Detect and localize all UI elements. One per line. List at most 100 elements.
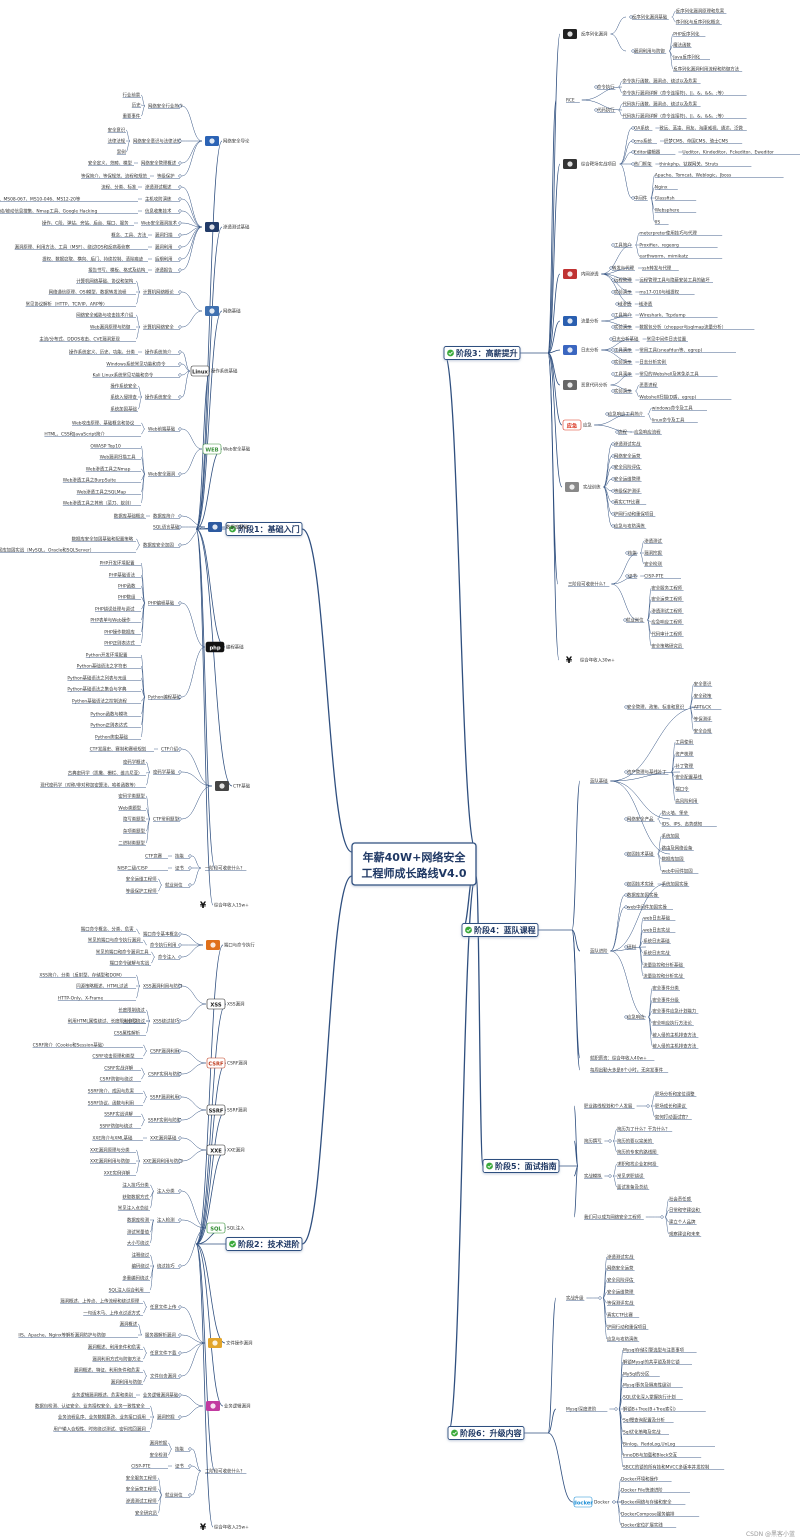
- joint-dot: [178, 1049, 182, 1053]
- connector: [650, 197, 656, 223]
- branch-label: 证书: [175, 865, 184, 872]
- connector: [616, 1501, 622, 1526]
- leaf-label: 反序列化漏洞利用流程和防御方法: [673, 66, 739, 73]
- connector: [301, 528, 353, 853]
- connector: [671, 10, 676, 18]
- leaf-label: Web渗透工具之SQLMap: [77, 489, 127, 496]
- leaf-label: 杂项类题型: [123, 828, 146, 835]
- leaf-label: Python正则表达式: [90, 722, 128, 729]
- joint-dot: [178, 1393, 182, 1397]
- network-icon: [205, 306, 219, 316]
- joint-dot: [611, 348, 615, 352]
- branch-label: 工具简介: [614, 312, 632, 319]
- leaf-label: 魔法函数: [673, 42, 691, 49]
- connector: [140, 596, 146, 604]
- leaf-label: 注入技巧分类: [122, 1182, 149, 1189]
- joint-dot: [178, 373, 182, 377]
- branch-label: Windows系统常见功能和命令: [106, 361, 166, 368]
- leaf-label: 漏洞概述: [120, 1321, 138, 1328]
- group-label: 蓝队基础: [590, 778, 608, 785]
- leaf-label: Mysql事务及隔离性级别: [623, 1382, 671, 1389]
- stage-node-s1[interactable]: 阶段1：基础入门: [225, 522, 303, 536]
- stage-node-s5[interactable]: 阶段5：面试指南: [482, 1159, 560, 1173]
- leaf-label: Sql慢查询配置及分析: [623, 1417, 666, 1424]
- stage-label: 阶段6：升级内容: [460, 1428, 522, 1438]
- leaf-label: 观察建议和未来: [669, 1231, 700, 1238]
- leaf-label: earthworm、mimikatz: [639, 254, 688, 260]
- leaf-label: 命令执行函数、漏洞点、绕过以及危害: [622, 78, 697, 85]
- leaf-label: 职场成长和建议: [655, 1103, 686, 1110]
- leaf-label: 数据库检测: [127, 1217, 150, 1224]
- group-label: 业务逻辑漏洞: [224, 1403, 251, 1410]
- leaf-label: 等保简介、等保规范、流程和规范: [81, 173, 147, 180]
- connector: [601, 338, 633, 351]
- stage-node-s3[interactable]: 阶段3：高薪提升: [443, 346, 521, 360]
- leaf-label: 数据库安全加固基础和配置策略: [72, 536, 134, 543]
- connector: [195, 528, 226, 648]
- joint-dot: [178, 1189, 182, 1193]
- leaf-label: 漏洞利用与防御: [111, 1379, 142, 1386]
- leaf-label: Ueditor、Kindeditor、Fckeditor、Eweditor: [682, 150, 774, 156]
- connector: [618, 1396, 624, 1410]
- connector: [140, 688, 146, 698]
- connector: [195, 226, 223, 530]
- check-icon: [229, 1240, 236, 1248]
- leaf-label: Docker网络与存储和安全: [621, 1499, 672, 1506]
- branch-label: CTF介绍: [161, 746, 179, 753]
- connector: [137, 396, 143, 410]
- branch-label: 加固技术实操: [627, 881, 654, 888]
- joint-dot: [178, 514, 182, 518]
- connector: [668, 50, 674, 70]
- connector: [149, 1265, 155, 1291]
- connector: [664, 1216, 670, 1235]
- branch-label: CTF常用题型: [153, 816, 179, 823]
- joint-dot: [178, 601, 182, 605]
- group-label: 实战训练: [583, 484, 601, 491]
- group-label: 就职薪资：综合年收入40w+: [590, 1055, 647, 1062]
- leaf-label: 等保测评实战: [607, 1300, 634, 1307]
- connector: [671, 765, 676, 773]
- branch-label: 漏洞扫描: [155, 232, 173, 239]
- leaf-label: 常见注入点总结: [118, 1205, 149, 1212]
- leaf-label: SSRF防御与绕过: [100, 1123, 134, 1130]
- leaf-label: SQL优化深入掌握执行计划: [623, 1394, 676, 1401]
- group-label: Mysql深度进阶: [566, 1406, 597, 1413]
- joint-dot: [625, 551, 629, 555]
- joint-dot: [188, 883, 192, 887]
- connector: [647, 407, 652, 415]
- connector: [167, 1442, 173, 1450]
- svg-text:CSRF: CSRF: [208, 1061, 224, 1067]
- stage-node-s4[interactable]: 阶段4：蓝队课程: [461, 923, 539, 937]
- leaf-label: HTML、CSS和JavaScript简介: [44, 431, 105, 438]
- check-icon: [451, 1429, 458, 1437]
- leaf-label: CTF发展史、赛制和赛程规划: [90, 746, 147, 753]
- branch-label: 端口命令基本概念: [143, 931, 179, 938]
- leaf-label: Python基础语法之字符串: [77, 663, 127, 670]
- leaf-label: 主动/被动信息搜集、Nmap工具、Google Hacking: [0, 208, 97, 215]
- branch-label: SSRF实例与防御: [148, 1117, 182, 1124]
- leaf-label: 安全检测: [150, 1452, 168, 1459]
- stage-node-s6[interactable]: 阶段6：升级内容: [447, 1426, 525, 1440]
- connector: [181, 1003, 207, 1022]
- joint-dot: [625, 574, 629, 578]
- branch-label: 渗透测试概述: [145, 184, 172, 191]
- leaf-label: 常用工具(sneafdun等、egrep): [639, 347, 702, 354]
- lock-icon: [215, 781, 229, 791]
- connector: [601, 267, 633, 275]
- leaf-label: 网络安全运营: [607, 1265, 634, 1272]
- leaf-label: OWASP Top10: [90, 444, 121, 450]
- leaf-label: DockerCompose服务编排: [621, 1511, 675, 1518]
- leaf-label: 系统入侵排查: [110, 394, 137, 401]
- leaf-label: InnoDB与加载和Block交互: [623, 1452, 678, 1459]
- leaf-label: 等保测评: [694, 716, 712, 723]
- joint-dot: [611, 278, 615, 282]
- center-node[interactable]: 年薪40W+网络安全 工程师成长路线V4.0: [351, 842, 477, 886]
- connector: [142, 1044, 148, 1052]
- leaf-label: 数据包分析（chopper与sqlmap流量分析）: [639, 324, 726, 331]
- branch-label: 就业岗位: [165, 882, 183, 889]
- branch-label: 加固技术基础: [627, 851, 654, 858]
- leaf-label: CISP-PTE: [644, 574, 664, 580]
- leaf-label: 系统日志基础: [643, 938, 670, 945]
- stage-node-s2[interactable]: 阶段2：技术进阶: [225, 1237, 303, 1251]
